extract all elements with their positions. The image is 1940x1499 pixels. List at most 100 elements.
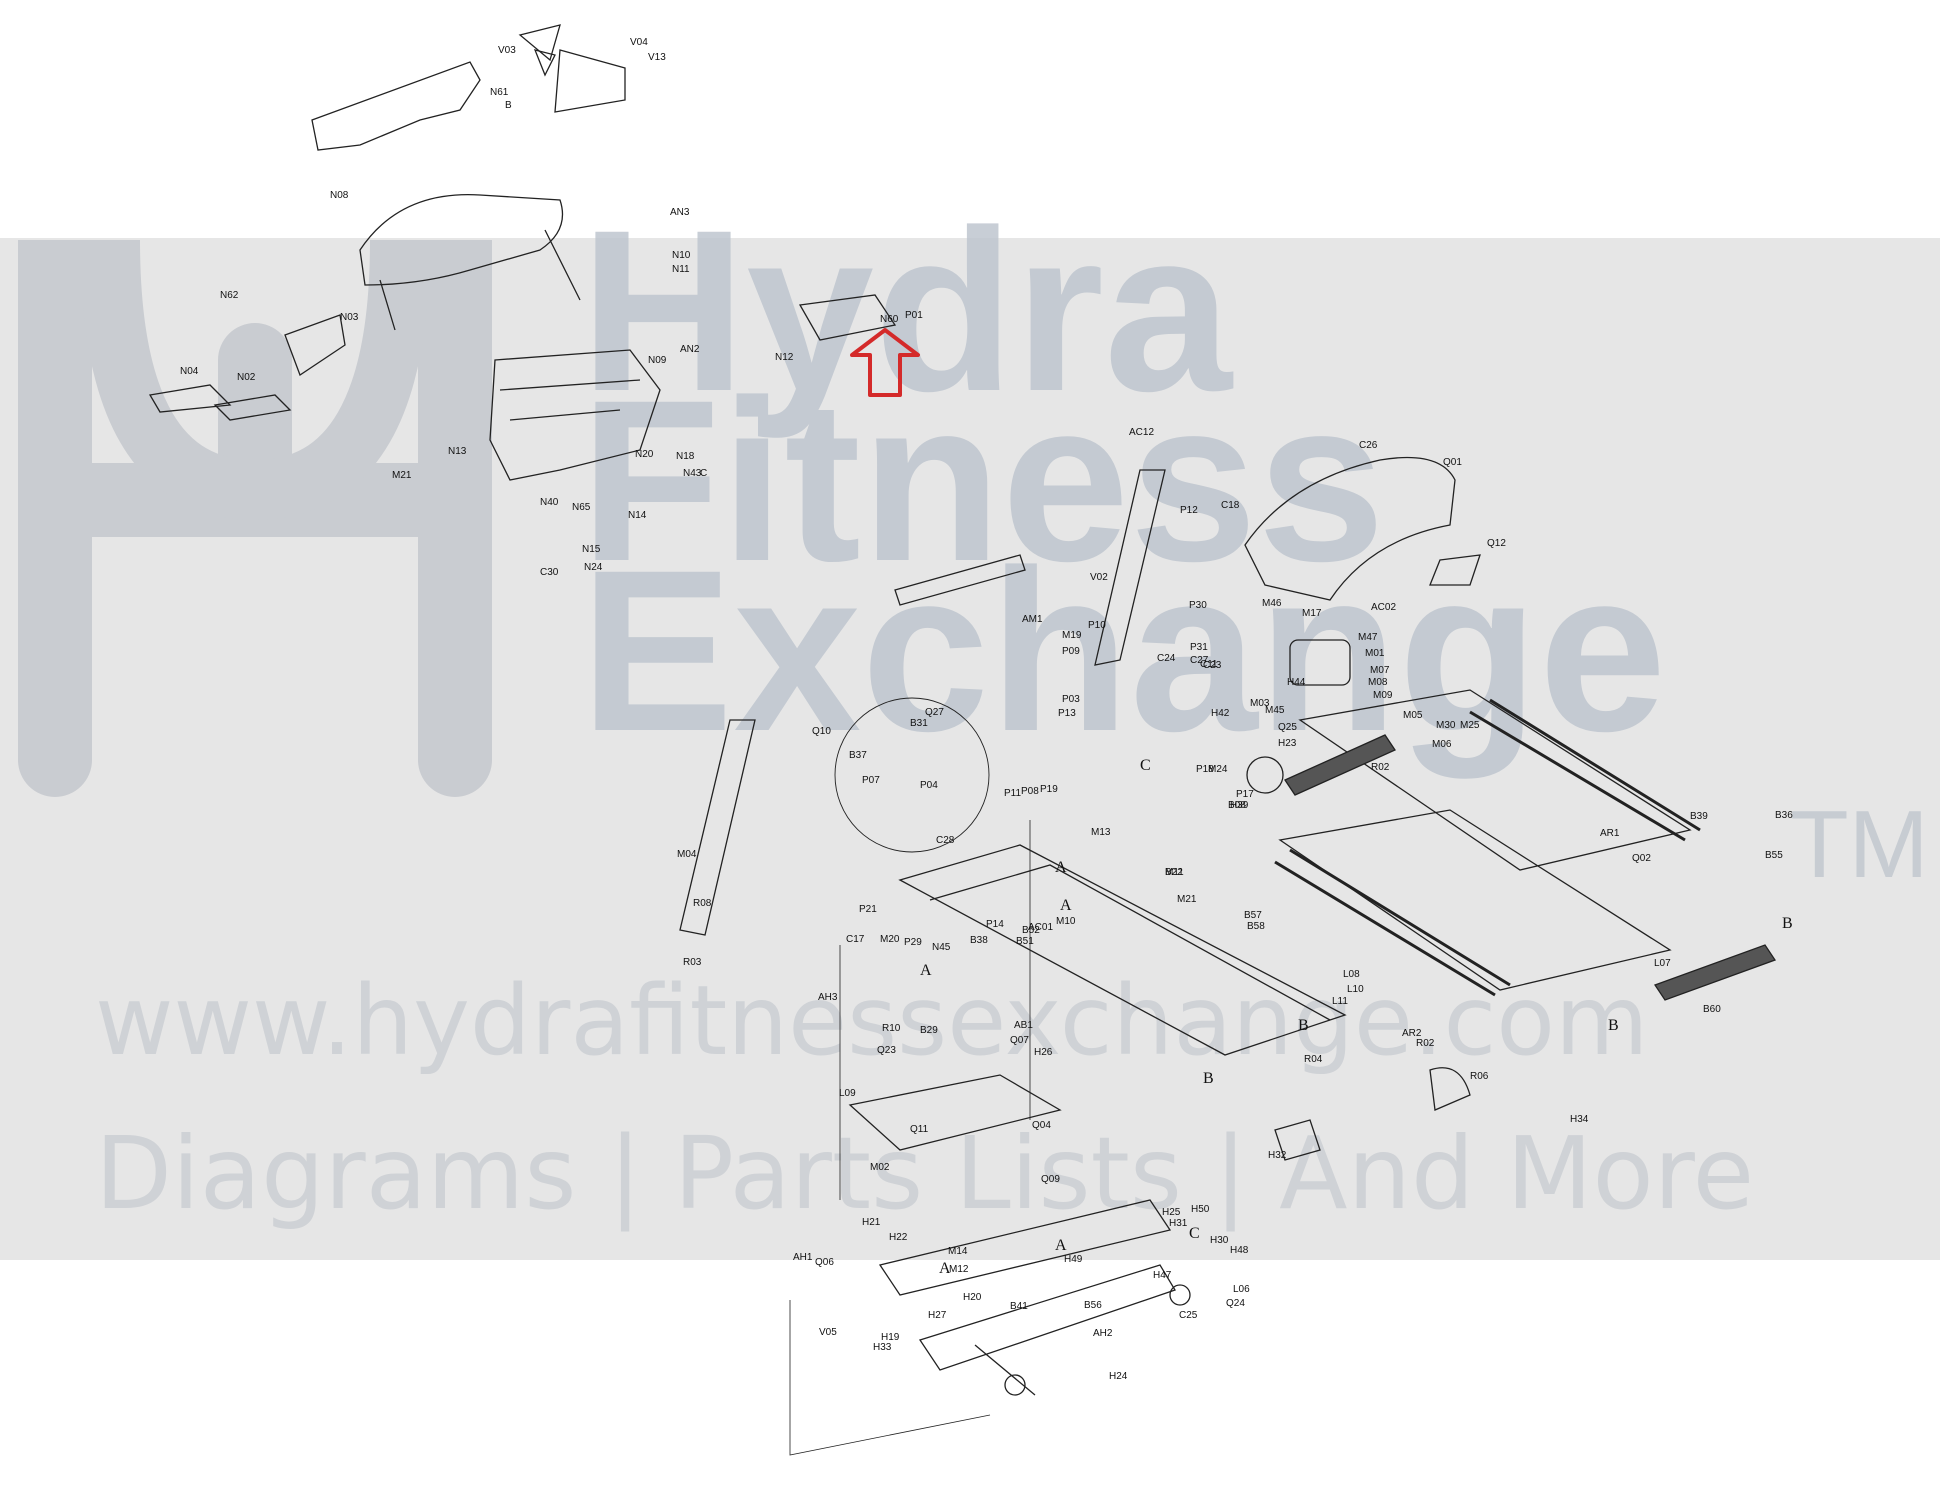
- part-callout-label: C23: [1203, 660, 1222, 671]
- part-callout-label: M46: [1262, 598, 1282, 609]
- section-reference-letter: A: [1055, 859, 1067, 876]
- part-callout-label: M04: [677, 849, 697, 860]
- part-callout-label: H21: [862, 1217, 881, 1228]
- part-callout-label: P08: [1021, 786, 1039, 797]
- part-callout-label: L10: [1347, 984, 1364, 995]
- section-reference-letter: C: [1189, 1225, 1200, 1242]
- part-callout-label: M03: [1250, 698, 1270, 709]
- part-callout-label: B29: [920, 1025, 938, 1036]
- part-callout-label: P19: [1040, 784, 1058, 795]
- part-callout-label: N43: [683, 468, 702, 479]
- part-callout-label: AH1: [793, 1252, 813, 1263]
- console-housing-shape: [359, 193, 564, 286]
- part-callout-label: P29: [904, 937, 922, 948]
- part-callout-label: B38: [970, 935, 988, 946]
- part-callout-label: N11: [672, 264, 690, 275]
- front-roller-shape: [1284, 734, 1396, 796]
- part-callout-label: C18: [1221, 500, 1240, 511]
- part-callout-label: P31: [1190, 642, 1208, 653]
- part-callout-label: B55: [1765, 850, 1783, 861]
- part-callout-label: C11: [1200, 659, 1218, 670]
- part-callout-label: Q12: [1487, 538, 1506, 549]
- part-callout-label: H31: [1169, 1218, 1188, 1229]
- part-callout-label: R02: [1371, 762, 1390, 773]
- watermark-band: [0, 238, 1940, 1260]
- section-reference-letter: A: [939, 1260, 951, 1277]
- part-callout-label: H44: [1287, 677, 1306, 688]
- part-callout-label: M17: [1302, 608, 1322, 619]
- part-callout-label: B22: [1165, 867, 1183, 878]
- part-callout-label: Q06: [815, 1257, 834, 1268]
- part-callout-label: H25: [1162, 1207, 1181, 1218]
- lower-console-shape: [489, 349, 661, 481]
- part-callout-label: Q24: [1226, 1298, 1245, 1309]
- part-callout-label: L09: [839, 1088, 856, 1099]
- part-callout-label: R10: [882, 1023, 901, 1034]
- part-callout-label: R06: [1470, 1071, 1489, 1082]
- part-callout-label: N09: [648, 355, 667, 366]
- highlight-up-arrow-icon: [850, 328, 920, 397]
- part-callout-label: AB1: [1014, 1020, 1033, 1031]
- hydra-logo-icon: [18, 240, 492, 797]
- part-callout-label: N20: [635, 449, 654, 460]
- part-callout-label: P11: [1004, 788, 1021, 799]
- part-callout-label: N62: [220, 290, 239, 301]
- watermark-brand-line-1: Hydra: [580, 182, 1232, 439]
- part-callout-label: R03: [683, 957, 702, 968]
- part-callout-label: N04: [180, 366, 199, 377]
- part-callout-label: M24: [1208, 764, 1228, 775]
- part-callout-label: H27: [928, 1310, 947, 1321]
- part-callout-label: N02: [237, 372, 256, 383]
- part-callout-label: M09: [1373, 690, 1393, 701]
- part-callout-label: H39: [1230, 800, 1249, 811]
- part-callout-label: H32: [1268, 1150, 1287, 1161]
- part-callout-label: M12: [949, 1264, 969, 1275]
- part-callout-label: B37: [849, 750, 867, 761]
- part-callout-label: N13: [448, 446, 467, 457]
- part-callout-label: N40: [540, 497, 559, 508]
- part-callout-label: N10: [672, 250, 691, 261]
- part-callout-label: P12: [1180, 505, 1198, 516]
- part-callout-label: C30: [540, 567, 559, 578]
- part-callout-label: M01: [1365, 648, 1385, 659]
- part-callout-label: N45: [932, 942, 951, 953]
- part-callout-label: H50: [1191, 1204, 1210, 1215]
- watermark-trademark: TM: [1790, 791, 1929, 898]
- watermark-url: www.hydrafitnessexchange.com: [95, 965, 1649, 1077]
- part-callout-label: N03: [340, 312, 359, 323]
- part-callout-label: H30: [1210, 1235, 1229, 1246]
- deck-lower-shape: [1278, 809, 1672, 991]
- part-callout-label: N15: [582, 544, 601, 555]
- part-callout-label: R08: [693, 898, 712, 909]
- part-callout-label: H26: [1034, 1047, 1053, 1058]
- part-callout-label: B36: [1775, 810, 1793, 821]
- part-callout-label: C: [700, 468, 707, 479]
- part-callout-label: L07: [1654, 958, 1671, 969]
- part-callout-label: N12: [775, 352, 794, 363]
- part-callout-label: V04: [630, 37, 648, 48]
- part-callout-label: P14: [986, 919, 1004, 930]
- main-frame-shape: [898, 844, 1347, 1056]
- console-overlay-shape: [311, 61, 481, 151]
- part-callout-label: B: [505, 100, 512, 111]
- part-callout-label: M13: [1091, 827, 1111, 838]
- part-callout-label: M25: [1460, 720, 1480, 731]
- part-callout-label: P30: [1189, 600, 1207, 611]
- part-callout-label: P10: [1088, 620, 1106, 631]
- section-reference-letter: B: [1608, 1017, 1619, 1034]
- part-callout-label: Q02: [1632, 853, 1651, 864]
- part-callout-label: H23: [1278, 738, 1297, 749]
- motor-hood-shape: [1244, 456, 1456, 601]
- part-callout-label: B52: [1022, 925, 1040, 936]
- section-reference-letter: A: [1055, 1237, 1067, 1254]
- section-reference-letter: B: [1203, 1070, 1214, 1087]
- part-callout-label: H19: [881, 1332, 900, 1343]
- part-callout-label: M47: [1358, 632, 1378, 643]
- part-callout-label: H48: [1230, 1245, 1249, 1256]
- part-callout-label: B51: [1016, 936, 1034, 947]
- part-callout-label: C27: [1190, 655, 1209, 666]
- watermark-brand-line-3: Exchange: [580, 522, 1667, 779]
- part-callout-label: M19: [1062, 630, 1082, 641]
- deck-upper-shape: [1298, 689, 1692, 871]
